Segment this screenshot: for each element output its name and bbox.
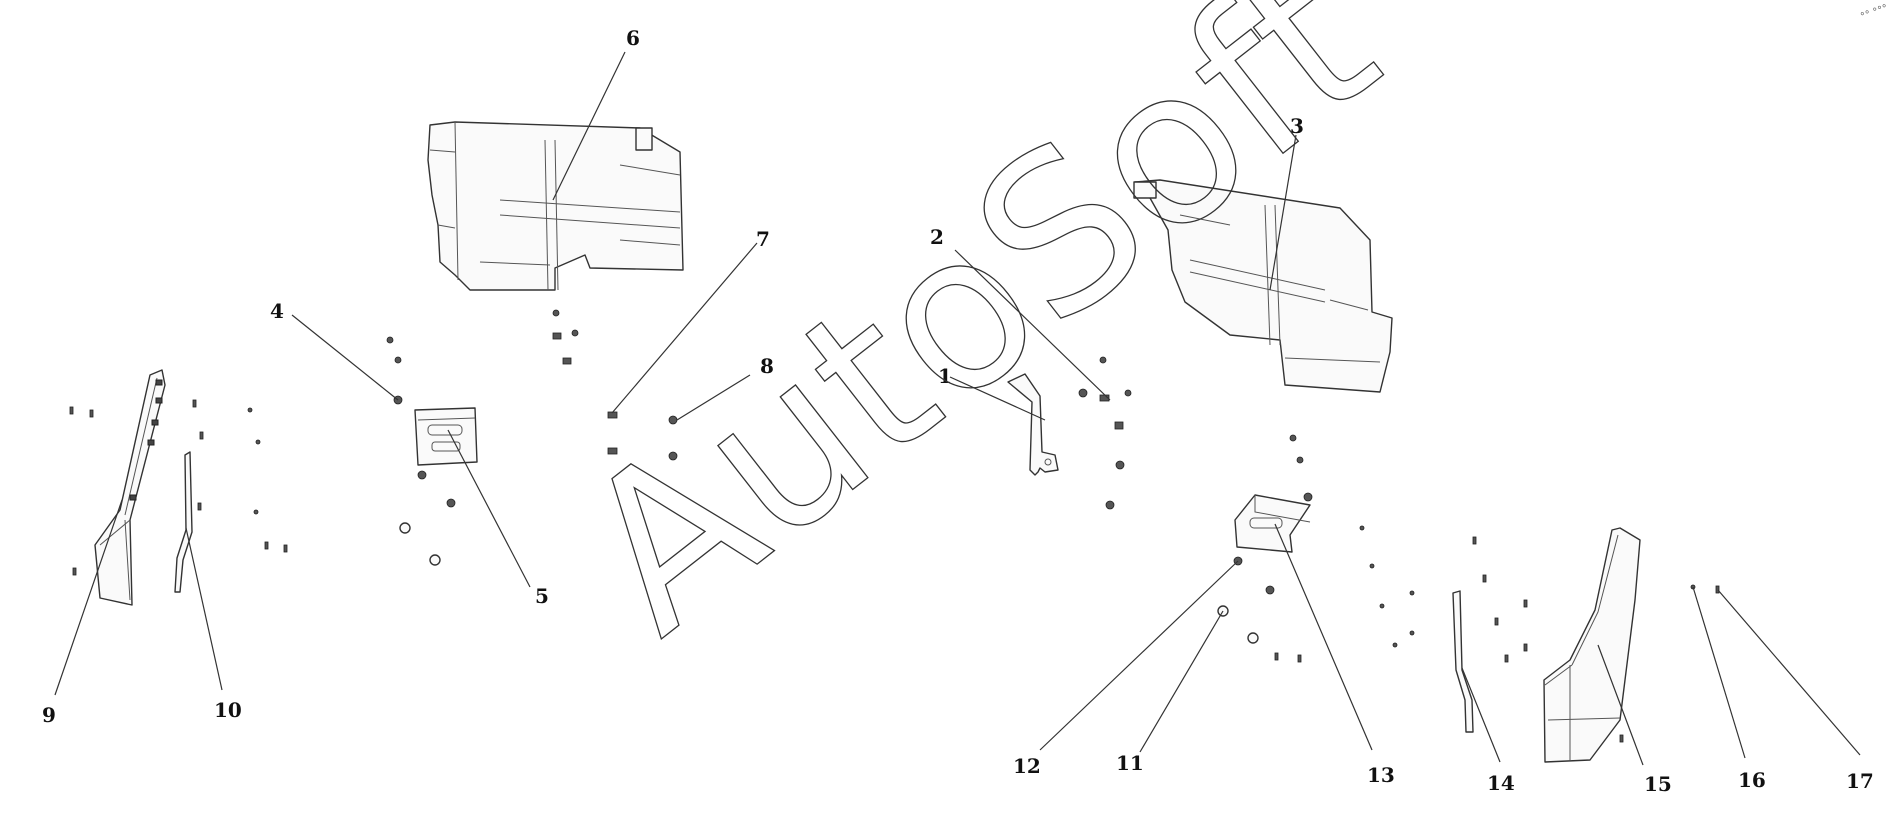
leader-lines xyxy=(54,51,1861,766)
part-10-left-strip xyxy=(174,451,193,593)
callout-4: 4 xyxy=(270,299,284,323)
part-15-right-side-panel xyxy=(1543,527,1641,763)
callout-12: 12 xyxy=(1013,754,1041,778)
callout-14: 14 xyxy=(1487,771,1515,795)
part-13-angle-plate xyxy=(1234,494,1311,553)
callout-6: 6 xyxy=(626,26,640,50)
part-5-mounting-plate xyxy=(414,407,478,466)
callout-7: 7 xyxy=(756,227,770,251)
callout-3: 3 xyxy=(1290,114,1304,138)
callout-17: 17 xyxy=(1846,769,1874,793)
callout-2: 2 xyxy=(930,225,944,249)
callout-numbers: 1 2 3 4 5 6 7 8 9 10 11 12 13 14 15 16 1… xyxy=(42,26,1874,796)
callout-9: 9 xyxy=(42,703,56,727)
part-1-small-bracket xyxy=(1007,373,1059,476)
part-6-upper-left-bracket xyxy=(427,121,684,291)
callout-13: 13 xyxy=(1367,763,1395,787)
callout-10: 10 xyxy=(214,698,242,722)
callout-5: 5 xyxy=(535,584,549,608)
callout-1: 1 xyxy=(938,364,952,388)
part-3-upper-right-bracket xyxy=(1133,179,1393,393)
callout-15: 15 xyxy=(1644,772,1672,796)
part-9-left-side-panel xyxy=(94,369,166,606)
callout-11: 11 xyxy=(1116,751,1144,775)
fasteners xyxy=(69,309,1720,743)
callout-8: 8 xyxy=(760,354,774,378)
callout-16: 16 xyxy=(1738,768,1766,792)
corner-mark: °° °°° xyxy=(1859,3,1889,23)
part-14-right-strip xyxy=(1452,590,1474,733)
